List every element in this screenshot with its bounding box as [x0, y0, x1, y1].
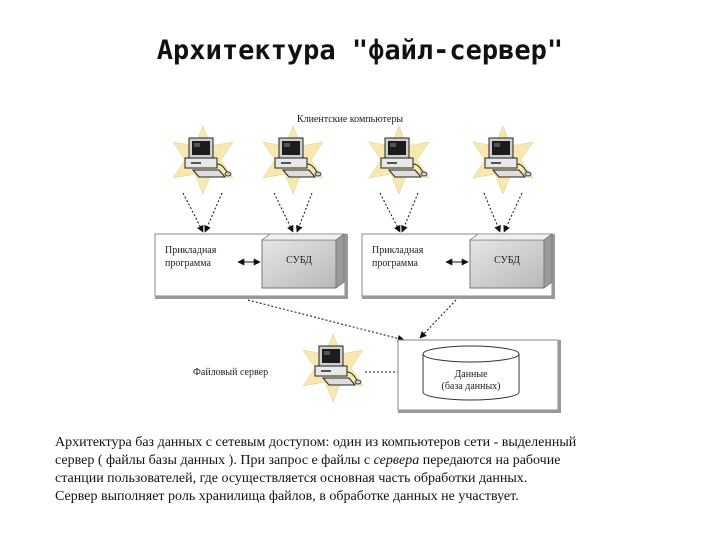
app-program-label-left-1: Прикладная: [165, 245, 217, 256]
description-line-2-start: сервер ( файлы базы данных ). При запрос…: [55, 453, 371, 468]
client-arrows: [182, 192, 523, 233]
app-program-label-left-2: программа: [165, 258, 211, 269]
data-store: Данные (база данных): [397, 339, 561, 413]
data-label: Данные: [454, 369, 488, 380]
client-computer-2: [262, 125, 324, 195]
slide-title: Архитектура "файл-сервер": [156, 35, 564, 66]
client-computer-1: [172, 125, 234, 195]
description-line-3: станции пользователей, где осуществляетс…: [55, 471, 528, 486]
description-line-2-end: передаются на рабочие: [422, 453, 561, 468]
description: Архитектура баз данных с сетевым доступо…: [55, 434, 675, 506]
client-computer-3: [368, 125, 430, 195]
client-module-right: [361, 233, 555, 299]
dbms-label-left: СУБД: [286, 255, 312, 266]
file-server-label: Файловый сервер: [193, 367, 268, 378]
database-label: (база данных): [441, 381, 500, 392]
description-line-2: сервер ( файлы базы данных ). При запрос…: [55, 452, 675, 470]
app-program-label-right-2: программа: [372, 258, 418, 269]
dbms-label-right: СУБД: [494, 255, 520, 266]
file-server-computer: [302, 333, 364, 403]
description-line-2-italic: сервера: [373, 453, 420, 468]
description-line-1: Архитектура баз данных с сетевым доступо…: [55, 435, 577, 450]
data-arrows: [247, 299, 457, 342]
client-computer-4: [472, 125, 534, 195]
app-program-label-right-1: Прикладная: [372, 245, 424, 256]
client-module-left: [154, 233, 348, 299]
clients-label: Клиентские компьютеры: [297, 114, 403, 125]
description-line-4: Сервер выполняет роль хранилища файлов, …: [55, 489, 519, 504]
